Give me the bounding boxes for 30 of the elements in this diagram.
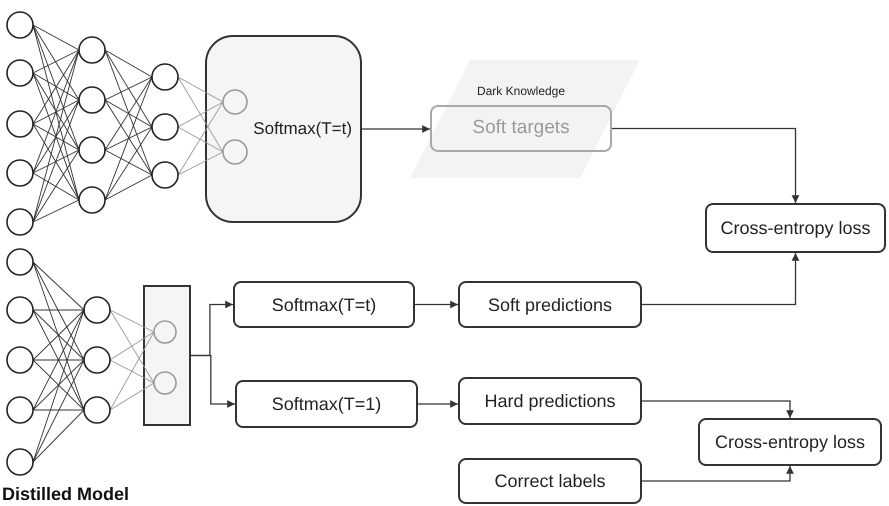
heading: Dark Knowledge xyxy=(476,83,566,100)
box-label: Correct labels xyxy=(494,471,606,491)
arrow xyxy=(642,253,800,306)
box-label: Hard predictions xyxy=(484,391,616,411)
box-label: Softmax(T=t) xyxy=(272,294,376,314)
arrow xyxy=(418,400,458,408)
arrow xyxy=(612,128,800,203)
process-box xyxy=(705,203,886,253)
box-label: Soft predictions xyxy=(488,294,612,314)
box-label: Cross-entropy loss xyxy=(714,432,866,452)
process-box xyxy=(458,281,642,328)
parallelogram-band xyxy=(410,60,640,178)
box-label: Softmax(T=t) xyxy=(253,118,352,140)
process-box xyxy=(235,380,418,428)
output-layer-box xyxy=(143,285,191,426)
arrow xyxy=(191,354,235,408)
process-box xyxy=(698,418,882,466)
process-box xyxy=(458,377,642,425)
softmax-box xyxy=(205,35,362,223)
box-label: Cross-entropy loss xyxy=(720,218,871,238)
process-box xyxy=(233,281,415,328)
arrow xyxy=(415,300,458,308)
model-caption: Distilled Model xyxy=(2,483,130,506)
process-box xyxy=(430,105,612,152)
box-label: Soft targets xyxy=(472,116,570,140)
arrow xyxy=(362,125,430,133)
box-label: Softmax(T=1) xyxy=(272,394,382,414)
process-box xyxy=(458,458,642,504)
arrow xyxy=(642,466,794,482)
arrow xyxy=(642,400,794,418)
